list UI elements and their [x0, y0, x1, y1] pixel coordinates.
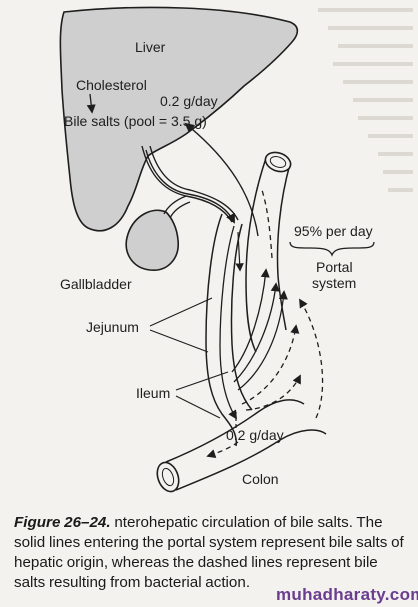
portal-dashed-up — [261, 189, 273, 259]
colon-label: Colon — [242, 471, 279, 487]
bile-duct-flow-arrow — [145, 149, 235, 224]
percent-brace — [289, 241, 375, 257]
percent-label: 95% per day — [294, 223, 373, 239]
cholesterol-label: Cholesterol — [76, 77, 147, 93]
dashed-arrow-down — [206, 441, 239, 459]
absorption-arrow-2 — [233, 282, 280, 383]
intestine-left-wall — [205, 213, 238, 447]
dashed-arrow-colon — [299, 298, 324, 419]
jejunum-leader-bottom — [149, 329, 209, 353]
cystic-duct — [163, 195, 187, 215]
portal-return-arrow — [184, 122, 259, 237]
portal-vein-right-wall — [276, 163, 291, 331]
liver-label: Liver — [135, 39, 166, 55]
absorption-arrow-3 — [237, 290, 288, 391]
dashed-arrow-1 — [241, 324, 300, 405]
bile-duct-outer — [141, 145, 233, 223]
rate-bottom-label: 0.2 g/day — [226, 427, 284, 443]
caption-text: nterohepatic circulation of bile salts. … — [14, 514, 404, 591]
bile-duct-inner — [149, 145, 239, 221]
jejunum-leader-top — [149, 297, 213, 327]
gallbladder-shape — [125, 209, 179, 271]
watermark-text: muhadharaty.com — [276, 585, 418, 604]
colon-bottom-wall — [175, 429, 327, 491]
portal-vein-left-wall — [245, 157, 267, 353]
jejunum-label: Jejunum — [86, 319, 139, 335]
portal-vein-opening-inner — [269, 156, 287, 168]
portal-label-2: system — [312, 275, 356, 291]
cholesterol-arrow — [86, 93, 96, 114]
ileum-leader-top — [175, 371, 229, 391]
portal-label-1: Portal — [316, 259, 353, 275]
enterohepatic-diagram: Liver Cholesterol 0.2 g/day Bile salts (… — [59, 6, 375, 493]
figure-caption: Figure 26–24. nterohepatic circulation o… — [14, 513, 412, 593]
intestine-flow-line-2 — [235, 231, 244, 272]
gallbladder-label: Gallbladder — [60, 276, 132, 292]
cystic-duct-inner — [169, 201, 191, 219]
liver-shape — [59, 6, 299, 232]
dashed-arrow-2 — [245, 374, 301, 411]
colon-opening-inner — [161, 467, 175, 487]
page-bleed-through — [318, 8, 413, 192]
intestine-right-wall — [230, 223, 253, 411]
colon-opening — [156, 461, 180, 493]
intestine-flow-line — [219, 225, 237, 420]
colon-top-wall — [165, 399, 305, 463]
ileum-leader-bottom — [175, 395, 221, 419]
ileum-label: Ileum — [136, 385, 170, 401]
absorption-arrow-1 — [231, 268, 270, 373]
rate-top-label: 0.2 g/day — [160, 93, 218, 109]
figure-number: Figure 26–24. — [14, 514, 111, 531]
bile-salts-label: Bile salts (pool = 3.5 g) — [64, 113, 207, 129]
